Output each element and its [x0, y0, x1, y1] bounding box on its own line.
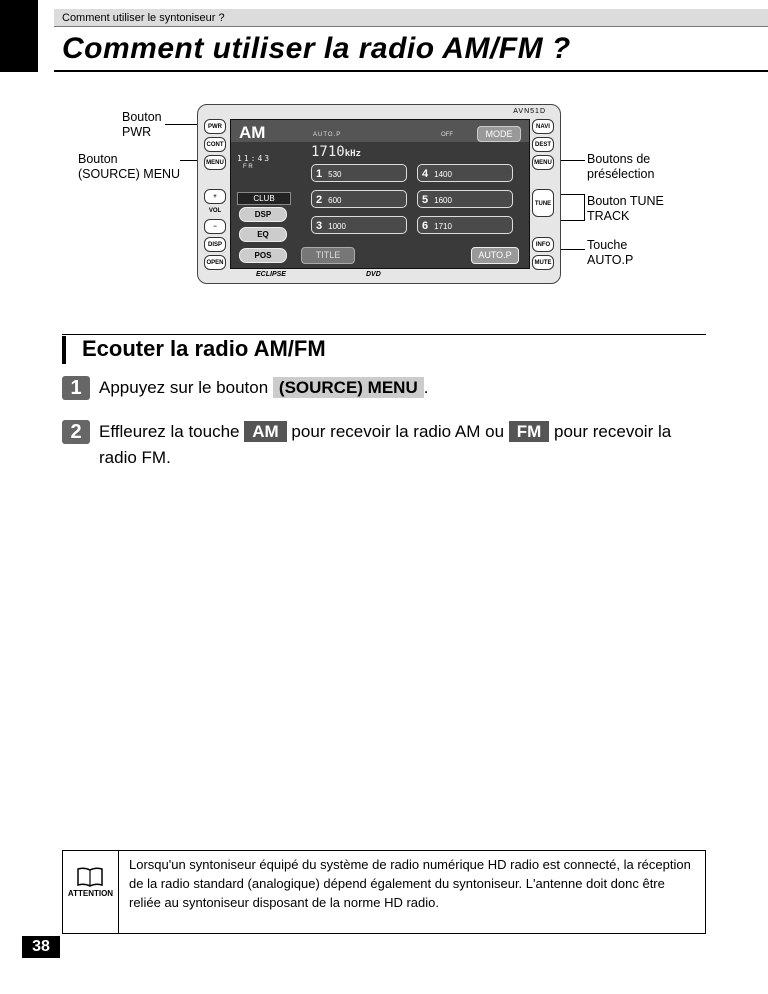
attention-text: Lorsqu'un syntoniseur équipé du système … — [129, 857, 691, 910]
source-menu-button[interactable]: MENU — [204, 155, 226, 170]
preset-1-freq: 530 — [328, 170, 342, 179]
step-2-number: 2 — [62, 420, 90, 444]
step-1-text: Appuyez sur le bouton (SOURCE) MENU. — [99, 375, 709, 401]
attention-label: ATTENTION — [67, 889, 114, 898]
off-indicator: OFF — [441, 132, 453, 138]
frequency-value: 1710 — [311, 144, 345, 160]
mode-button[interactable]: MODE — [477, 126, 521, 142]
section-rule — [62, 334, 706, 335]
leader-source — [180, 160, 207, 161]
section-bar — [62, 336, 66, 364]
head-unit: AVN51D PWR CONT MENU + VOL − DISP OPEN N… — [197, 104, 561, 284]
dest-button[interactable]: DEST — [532, 137, 554, 152]
step-1-number: 1 — [62, 376, 90, 400]
callout-source-line1: Bouton — [78, 152, 118, 166]
clock: 11:43 — [237, 154, 272, 163]
preset-button-3[interactable]: 3 1000 — [311, 216, 407, 234]
preset-5-freq: 1600 — [434, 196, 452, 205]
callout-tune-line2: TRACK — [587, 209, 630, 223]
step-1-post: . — [423, 378, 429, 397]
callout-presets: Boutons de présélection — [587, 152, 654, 182]
step-2-text: Effleurez la touche AM pour recevoir la … — [99, 419, 709, 471]
side-tab — [0, 0, 38, 72]
brand-logo: ECLIPSE — [256, 271, 286, 278]
leader-tune-bracket — [584, 194, 585, 221]
vol-down-button[interactable]: − — [204, 219, 226, 234]
screen-top-band — [231, 120, 529, 142]
source-menu-key: (SOURCE) MENU — [272, 377, 424, 398]
info-button[interactable]: INFO — [532, 237, 554, 252]
pos-button[interactable]: POS — [239, 248, 287, 263]
preset-5-number: 5 — [422, 194, 429, 206]
menu-button-right[interactable]: MENU — [532, 155, 554, 170]
callout-source-line2: (SOURCE) MENU — [78, 167, 181, 181]
preset-6-freq: 1710 — [434, 222, 452, 231]
callout-pwr-line1: Bouton — [122, 110, 162, 124]
callout-pwr: Bouton PWR — [122, 110, 162, 140]
callout-tune: Bouton TUNE TRACK — [587, 194, 664, 224]
band-label: AM — [239, 123, 266, 142]
pwr-button[interactable]: PWR — [204, 119, 226, 134]
frequency-unit: kHz — [344, 149, 361, 159]
section-title: Ecouter la radio AM/FM — [82, 336, 326, 361]
fader-indicator: F R — [243, 164, 253, 170]
autop-indicator: AUTO.P — [313, 132, 342, 138]
fm-key: FM — [508, 421, 550, 442]
preset-button-5[interactable]: 5 1600 — [417, 190, 513, 208]
vol-up-button[interactable]: + — [204, 189, 226, 204]
running-head: Comment utiliser le syntoniseur ? — [54, 9, 768, 27]
preset-button-2[interactable]: 2 600 — [311, 190, 407, 208]
title-rule — [54, 70, 768, 72]
callout-presets-line1: Boutons de — [587, 152, 651, 166]
mute-button[interactable]: MUTE — [532, 255, 554, 270]
callout-source-menu: Bouton (SOURCE) MENU — [78, 152, 180, 182]
eq-button[interactable]: EQ — [239, 227, 287, 242]
step-2-post: pour recevoir la radio FM. — [99, 422, 672, 467]
preset-1-number: 1 — [316, 168, 323, 180]
frequency-readout: 1710kHz — [311, 144, 361, 160]
attention-box: ATTENTION Lorsqu'un syntoniseur équipé d… — [62, 850, 706, 934]
book-icon — [77, 867, 103, 887]
model-label: AVN51D — [513, 108, 546, 115]
preset-6-number: 6 — [422, 220, 429, 232]
attention-side: ATTENTION — [63, 851, 119, 933]
preset-2-number: 2 — [316, 194, 323, 206]
dsp-button[interactable]: DSP — [239, 207, 287, 222]
navi-button[interactable]: NAVI — [532, 119, 554, 134]
tune-track-button[interactable]: TUNE — [532, 189, 554, 217]
preset-3-freq: 1000 — [328, 222, 346, 231]
page-number: 38 — [22, 936, 60, 958]
step-1-pre: Appuyez sur le bouton — [99, 378, 273, 397]
leader-pwr — [165, 124, 207, 125]
club-label: CLUB — [237, 192, 291, 205]
callout-autop: Touche AUTO.P — [587, 238, 633, 268]
open-button[interactable]: OPEN — [204, 255, 226, 270]
disp-button[interactable]: DISP — [204, 237, 226, 252]
preset-4-number: 4 — [422, 168, 429, 180]
callout-tune-line1: Bouton TUNE — [587, 194, 664, 208]
cont-button[interactable]: CONT — [204, 137, 226, 152]
dvd-logo: DVD — [366, 271, 381, 278]
step-2-mid: pour recevoir la radio AM ou — [286, 422, 509, 441]
step-2-pre: Effleurez la touche — [99, 422, 245, 441]
preset-4-freq: 1400 — [434, 170, 452, 179]
vol-label: VOL — [208, 208, 222, 214]
preset-2-freq: 600 — [328, 196, 342, 205]
leader-tune-bottom — [560, 220, 585, 221]
leader-tune-top — [560, 194, 585, 195]
callout-autop-line1: Touche — [587, 238, 628, 252]
callout-presets-line2: présélection — [587, 167, 655, 181]
touch-screen: AM AUTO.P OFF MODE 1710kHz 11:43 F R CLU… — [230, 119, 530, 269]
preset-3-number: 3 — [316, 220, 323, 232]
callout-autop-line2: AUTO.P — [587, 253, 634, 267]
autop-button[interactable]: AUTO.P — [471, 247, 519, 264]
callout-pwr-line2: PWR — [122, 125, 152, 139]
title-button[interactable]: TITLE — [301, 247, 355, 264]
page-title: Comment utiliser la radio AM/FM ? — [62, 32, 571, 65]
preset-button-6[interactable]: 6 1710 — [417, 216, 513, 234]
preset-button-4[interactable]: 4 1400 — [417, 164, 513, 182]
am-key: AM — [244, 421, 287, 442]
